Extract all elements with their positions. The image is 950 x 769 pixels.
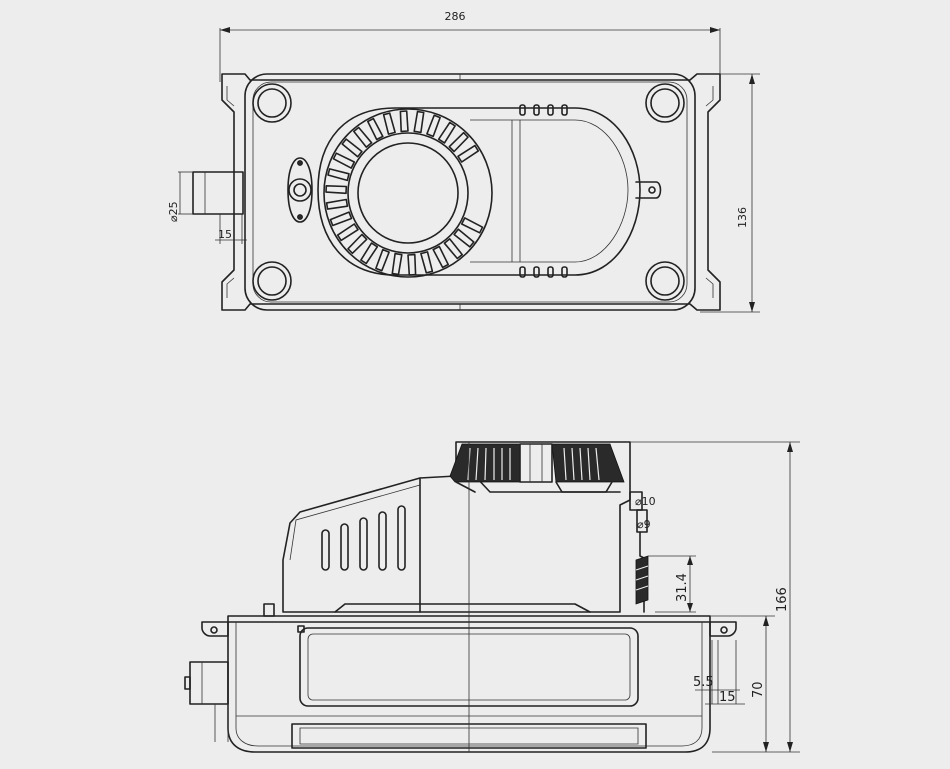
mounting-hole-top-right <box>645 83 685 123</box>
fan-fin <box>420 251 434 274</box>
dimension-nozzle-height: 31.4 <box>648 555 696 613</box>
motor-cap-inner <box>357 142 459 244</box>
dim-label-outlet-diameter: ⌀25 <box>167 201 180 222</box>
fan-fin <box>353 126 373 148</box>
dim-label-overall-width: 286 <box>445 10 466 23</box>
dimension-height-136: 136 <box>700 73 760 313</box>
fan-fin <box>329 211 353 227</box>
side-view: ⌀10 ⌀9 31.4 <box>184 441 800 753</box>
fan-fin <box>382 112 396 135</box>
fan-fin <box>437 121 456 144</box>
fan-fin <box>347 233 368 255</box>
sensor-fitting <box>287 157 313 223</box>
cooling-slots <box>321 505 406 571</box>
fan-fin <box>432 245 449 269</box>
dimension-bracket: 5.5 15 <box>693 640 745 705</box>
dim-label-overall-height: 166 <box>775 587 790 612</box>
dimension-base-height: 70 <box>710 615 775 753</box>
outlet-stub-side <box>184 661 229 742</box>
dim-label-outlet-length: 15 <box>218 228 232 241</box>
motor-fan-ring <box>325 110 484 276</box>
fan-fin <box>448 131 469 153</box>
fan-fin <box>327 168 350 182</box>
dim-label-nozzle-height: 31.4 <box>675 573 690 602</box>
fan-fins-side <box>449 443 625 493</box>
discharge-nozzle: ⌀10 ⌀9 <box>629 491 656 613</box>
top-view: 286 <box>167 10 760 313</box>
fan-fin <box>341 138 363 158</box>
bracket-left <box>201 621 229 637</box>
dim-label-tube-od: ⌀10 <box>635 495 656 508</box>
dim-label-bracket-offset: 5.5 <box>693 675 714 690</box>
fan-fin <box>457 144 480 163</box>
mounting-hole-bottom-right <box>645 261 685 301</box>
fan-fin <box>426 114 441 138</box>
dim-label-bracket-width: 15 <box>719 690 736 705</box>
fan-fin <box>391 252 403 276</box>
bracket-right <box>709 621 737 637</box>
fan-fin <box>336 223 359 242</box>
fan-fin <box>443 238 463 260</box>
fan-fin <box>453 228 475 248</box>
dim-label-tube-id: ⌀9 <box>637 518 651 531</box>
fan-fin <box>325 198 349 210</box>
motor-cap-outer <box>347 132 469 254</box>
reservoir-base <box>227 615 711 753</box>
dimension-width-286: 286 <box>219 10 721 82</box>
fan-fin <box>325 185 348 195</box>
mounting-flange <box>221 73 721 311</box>
fan-fin <box>413 110 425 134</box>
fan-fin <box>332 152 356 169</box>
outlet-stub: 15 ⌀25 <box>167 171 247 244</box>
mounting-hole-top-left <box>252 83 292 123</box>
fan-fin <box>460 217 484 234</box>
reservoir-outline <box>317 107 641 276</box>
pump-body-top <box>244 73 696 311</box>
fan-fin <box>407 253 417 276</box>
fan-fin <box>399 110 409 133</box>
dimension-overall-height: 166 <box>630 441 800 753</box>
dim-label-base-height: 70 <box>751 681 766 698</box>
fan-fin <box>360 242 379 265</box>
fan-fin <box>367 117 384 141</box>
fan-fin <box>375 248 390 272</box>
dim-label-height-136: 136 <box>736 207 749 228</box>
mounting-hole-bottom-left <box>252 261 292 301</box>
